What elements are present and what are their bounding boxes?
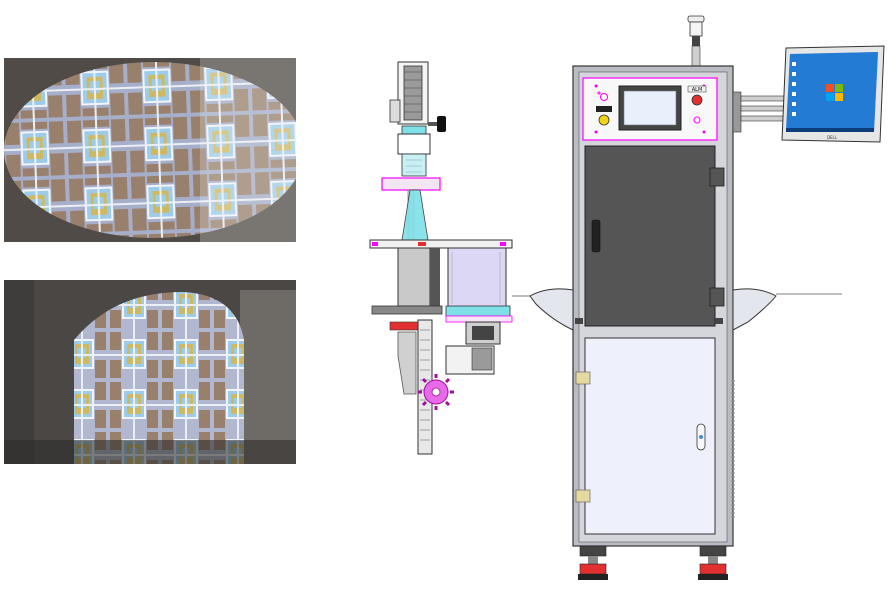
wafer-micrograph-bottom: [4, 280, 296, 464]
reset-button[interactable]: [598, 114, 610, 126]
upper-door-handle[interactable]: [591, 219, 601, 253]
monitor-arm: [732, 91, 786, 133]
power-indicator-icon: [597, 91, 608, 101]
hmi-touchscreen[interactable]: [618, 85, 682, 131]
inspection-machine: ALM: [529, 15, 885, 580]
alarm-indicator-label: ALM: [692, 87, 703, 93]
side-monitor: DELL: [781, 45, 885, 143]
windows-logo-icon: [826, 84, 843, 101]
wafer-micrograph-top: [4, 58, 296, 242]
camera-column: [397, 125, 431, 177]
upper-cabinet-door: [584, 145, 725, 327]
inspection-bench: [369, 239, 513, 323]
alarm-indicator: ALM: [687, 85, 707, 93]
lower-cabinet-door: [575, 337, 735, 535]
conveyor-wings: [529, 288, 842, 331]
ring-light-mount: [381, 177, 441, 243]
emergency-stop-button[interactable]: [691, 94, 703, 106]
signal-tower-light: [687, 15, 705, 67]
optics-assembly: [369, 61, 560, 455]
control-panel: ALM: [582, 77, 718, 141]
z-axis-linear-stage: [389, 61, 429, 125]
monitor-brand-badge: DELL: [827, 135, 838, 140]
caster-feet: [578, 545, 728, 580]
wafer-rotation-drive: [389, 319, 501, 455]
focus-knob: [428, 116, 446, 132]
